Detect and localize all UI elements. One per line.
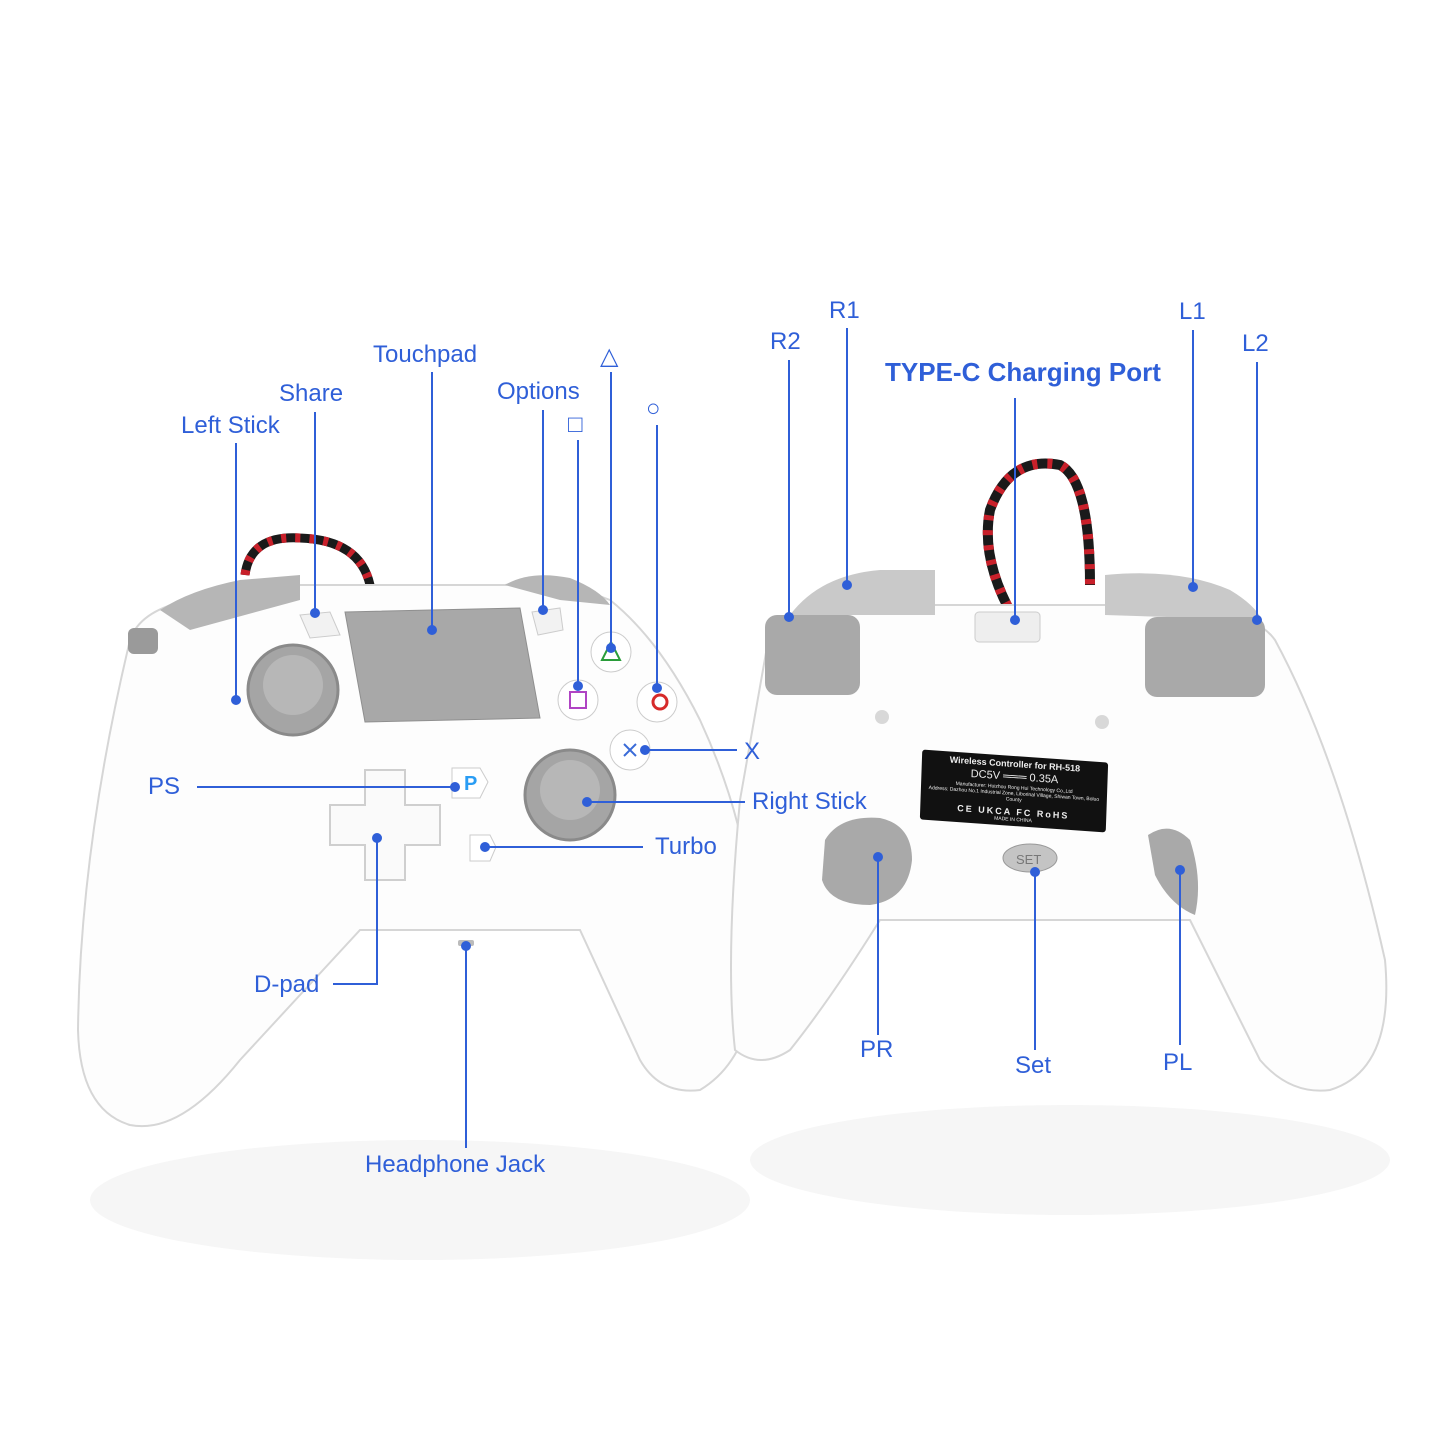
left-bumper [160,575,300,630]
label-options: Options [497,378,580,405]
label-headphone-jack: Headphone Jack [365,1151,546,1178]
label-share: Share [279,380,344,407]
l1-bumper[interactable] [1105,573,1262,620]
label-r1: R1 [829,297,860,324]
spec-sticker: Wireless Controller for RH-518 DC5V ═══ … [919,749,1109,833]
back-cable [982,458,1095,623]
dpad[interactable] [329,769,441,881]
back-controller: SET [730,458,1388,1092]
label-pl: PL [1163,1049,1193,1076]
label-ps: PS [148,773,181,800]
back-reflection [750,1105,1390,1215]
pl-paddle[interactable] [1148,828,1199,915]
front-cable [240,533,375,587]
callout-lines [197,328,1262,1148]
label-right-stick: Right Stick [752,788,867,815]
touchpad[interactable] [344,607,541,723]
label-l1: L1 [1179,298,1206,325]
label-turbo: Turbo [655,833,717,860]
set-button-text: SET [1016,852,1041,867]
label-circle: ○ [646,395,661,422]
label-set: Set [1015,1052,1052,1079]
label-pr: PR [860,1036,894,1063]
ps-button-glyph: P [464,773,477,795]
front-reflection [90,1140,750,1260]
label-l2: L2 [1242,330,1269,357]
label-x: X [744,738,761,765]
label-r2: R2 [770,328,801,355]
label-dpad: D-pad [254,971,320,998]
r1-bumper[interactable] [790,570,935,615]
l2-trigger[interactable] [1145,617,1265,697]
pr-paddle[interactable] [822,817,912,905]
left-trigger [128,628,158,654]
label-left-stick: Left Stick [181,412,280,439]
label-type-c: TYPE-C Charging Port [885,357,1161,387]
ps-button[interactable] [451,767,489,799]
type-c-port [974,611,1041,643]
label-square: □ [568,411,583,438]
front-controller: P [76,533,757,1128]
label-touchpad: Touchpad [373,341,478,368]
right-bumper [505,575,610,605]
options-button[interactable] [531,607,564,636]
label-triangle: △ [600,343,619,370]
r2-trigger[interactable] [765,615,860,695]
